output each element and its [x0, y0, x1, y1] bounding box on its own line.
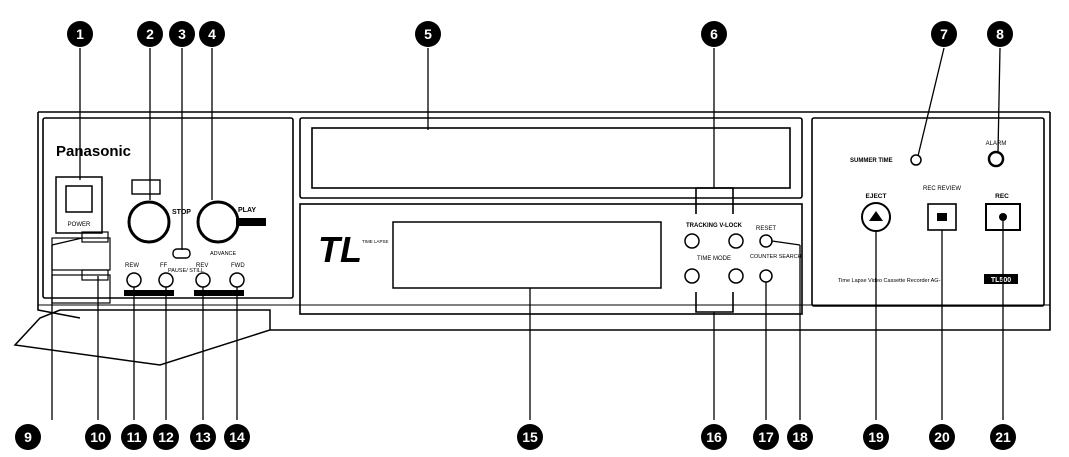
fwd-label: FWD — [231, 263, 245, 269]
callout-number: 14 — [229, 429, 245, 445]
time-mode-bracket — [695, 292, 734, 313]
callout-marker — [701, 424, 727, 450]
callout-marker — [987, 21, 1013, 47]
callout-marker — [990, 424, 1016, 450]
vcr-body — [37, 111, 1051, 331]
model-text: Time Lapse Video Cassette Recorder AG- — [838, 278, 941, 284]
callout-marker — [67, 21, 93, 47]
callout-marker — [224, 424, 250, 450]
reset-label: RESET — [756, 226, 776, 232]
callout-marker — [199, 21, 225, 47]
tl-logo-sub: TIME LAPSE — [362, 239, 389, 244]
power-button[interactable] — [55, 176, 103, 234]
callout-number: 4 — [208, 26, 216, 42]
play-indicator — [236, 218, 266, 226]
callout-number: 2 — [146, 26, 154, 42]
time-mode-label: TIME MODE — [697, 256, 731, 262]
callout-number: 11 — [127, 429, 142, 445]
counter-search-button[interactable] — [759, 269, 773, 283]
tracking-down-button[interactable] — [684, 233, 700, 249]
play-button[interactable] — [196, 200, 240, 244]
callout-number: 18 — [792, 429, 808, 445]
eject-icon — [869, 211, 883, 221]
time-mode-up-button[interactable] — [728, 268, 744, 284]
rew-label: REW — [125, 263, 139, 269]
model-code: TL500 — [991, 277, 1011, 284]
callout-number: 13 — [195, 429, 211, 445]
callout-marker — [153, 424, 179, 450]
callout-marker — [121, 424, 147, 450]
summer-time-button[interactable] — [910, 154, 922, 166]
summer-time-label: SUMMER TIME — [850, 158, 893, 164]
callout-number: 8 — [996, 26, 1004, 42]
callout-marker — [85, 424, 111, 450]
callout-marker — [137, 21, 163, 47]
rec-review-label: REC REVIEW — [923, 186, 961, 192]
stop-indicator — [131, 179, 161, 195]
stop-button[interactable] — [127, 200, 171, 244]
callout-marker — [169, 21, 195, 47]
time-mode-down-button[interactable] — [684, 268, 700, 284]
rec-icon — [999, 213, 1007, 221]
alarm-indicator — [987, 150, 1005, 168]
tracking-bracket — [695, 187, 734, 214]
pause-still-label: PAUSE/ STILL — [168, 268, 204, 274]
model-badge — [984, 274, 1018, 284]
callouts-top: 1 2 3 4 5 6 7 8 — [67, 21, 1013, 47]
rew-button[interactable] — [126, 272, 142, 288]
brand-logo: Panasonic — [56, 143, 131, 160]
callout-number: 20 — [934, 429, 950, 445]
callout-marker — [190, 424, 216, 450]
alarm-label: ALARM — [986, 141, 1007, 147]
ff-label: FF — [160, 263, 168, 269]
display-window — [392, 221, 662, 289]
rec-review-indicator — [937, 213, 947, 221]
callout-marker — [15, 424, 41, 450]
button-strip-left — [124, 290, 174, 296]
callouts-bottom: 9 10 11 12 13 14 15 16 17 18 19 20 21 — [15, 424, 1016, 450]
power-label: POWER — [68, 222, 91, 228]
callout-number: 17 — [758, 429, 774, 445]
pause-still-button[interactable] — [172, 248, 191, 259]
callout-number: 15 — [522, 429, 538, 445]
callout-number: 7 — [940, 26, 948, 42]
eject-label: EJECT — [866, 193, 887, 200]
tracking-up-button[interactable] — [728, 233, 744, 249]
ff-button[interactable] — [158, 272, 174, 288]
rev-label: REV — [196, 263, 208, 269]
callout-number: 12 — [158, 429, 174, 445]
callout-number: 19 — [868, 429, 884, 445]
counter-search-label: COUNTER SEARCH — [750, 254, 802, 260]
callout-leaders — [51, 47, 1004, 420]
advance-label: ADVANCE — [210, 251, 237, 257]
callout-number: 16 — [706, 429, 722, 445]
callout-marker — [517, 424, 543, 450]
button-strip-right — [194, 290, 244, 296]
rec-label: REC — [995, 193, 1009, 200]
callout-number: 10 — [90, 429, 106, 445]
tl-logo: TL — [318, 229, 362, 270]
fwd-button[interactable] — [229, 272, 245, 288]
callout-number: 6 — [710, 26, 718, 42]
callout-marker — [863, 424, 889, 450]
reset-button[interactable] — [759, 234, 773, 248]
callout-number: 1 — [76, 26, 84, 42]
callout-number: 9 — [24, 429, 32, 445]
callout-number: 3 — [178, 26, 186, 42]
callout-marker — [415, 21, 441, 47]
play-label: PLAY — [238, 207, 256, 214]
callout-number: 21 — [995, 429, 1011, 445]
callout-marker — [929, 424, 955, 450]
callout-number: 5 — [424, 26, 432, 42]
callout-marker — [931, 21, 957, 47]
rev-button[interactable] — [195, 272, 211, 288]
callout-marker — [753, 424, 779, 450]
callout-marker — [701, 21, 727, 47]
tracking-label: TRACKING V-LOCK — [686, 223, 743, 229]
front-door-flap[interactable] — [13, 309, 271, 366]
callout-marker — [787, 424, 813, 450]
